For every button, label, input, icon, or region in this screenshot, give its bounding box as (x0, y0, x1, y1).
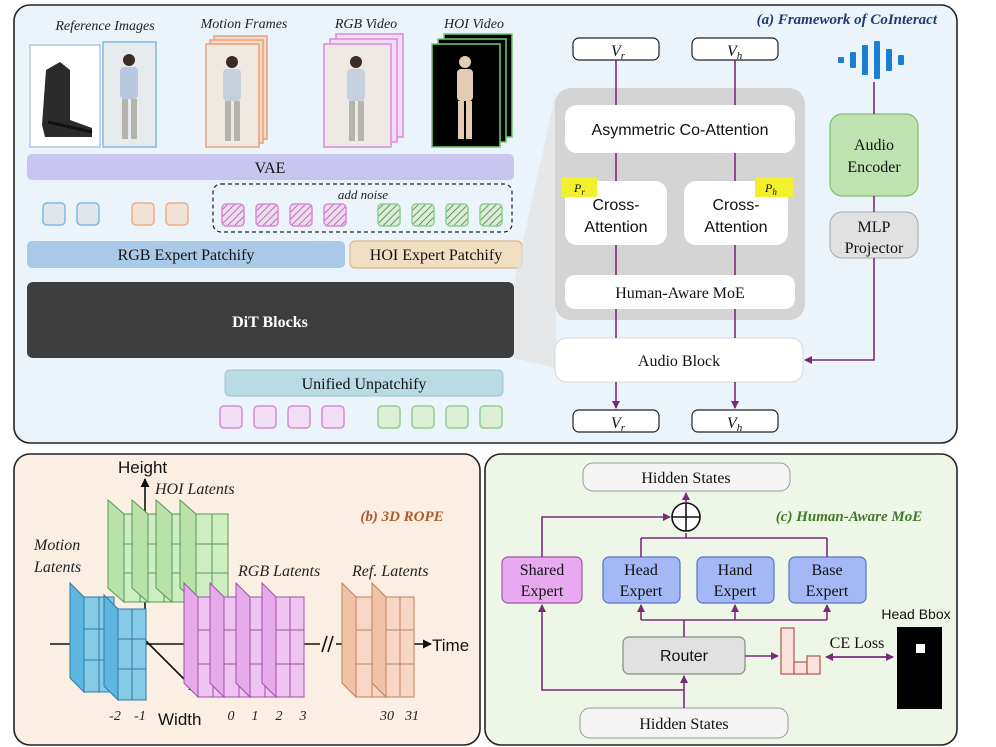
human-aware-moe-box (565, 275, 795, 309)
ph-tag (755, 177, 793, 197)
hoi-video-image (431, 33, 513, 148)
vr-output-box (572, 409, 660, 433)
mlp-projector-line2: Projector (845, 240, 904, 257)
cross-attention-left-line1: Cross- (592, 197, 639, 214)
head-bbox-label: Head Bbox (881, 606, 950, 622)
motion-latent-tokens (131, 202, 189, 226)
ref-latents-label: Ref. Latents (351, 563, 428, 580)
output-hoi-tokens (377, 405, 503, 429)
vh-output-label: Vh (727, 415, 743, 434)
human-aware-moe-label: Human-Aware MoE (615, 285, 745, 302)
panel-b-title: (b) 3D ROPE (360, 509, 443, 525)
reference-person-image (102, 41, 157, 148)
reference-latent-tokens (42, 202, 100, 226)
rgb-latent-slabs (183, 581, 305, 699)
hand-expert-line1: Hand (718, 562, 753, 579)
sum-operator-icon (671, 502, 701, 532)
rgb-expert-patchify-label: RGB Expert Patchify (118, 247, 255, 264)
ref-latent-slabs (341, 581, 415, 699)
cross-attention-right-line1: Cross- (712, 197, 759, 214)
noisy-hoi-tokens (377, 203, 503, 227)
time-axis-label: Time (432, 636, 469, 655)
audio-flow-lines (804, 82, 875, 364)
noisy-rgb-tokens (221, 203, 347, 227)
audio-block-box (554, 337, 804, 383)
unified-unpatchify-bar (224, 369, 504, 397)
vh-input-label: Vh (727, 43, 743, 62)
tick-label: 3 (299, 709, 307, 724)
asymmetric-coattention-label: Asymmetric Co-Attention (592, 122, 769, 139)
dit-blocks (27, 282, 514, 358)
mlp-projector-line1: MLP (858, 219, 891, 236)
vae-bar (27, 154, 514, 180)
base-expert-line1: Base (811, 562, 842, 579)
cross-attention-right-line2: Attention (704, 219, 767, 236)
motion-frames-image (205, 35, 268, 148)
tick-label: -1 (134, 709, 146, 724)
pr-tag (561, 177, 597, 197)
hand-expert-line2: Expert (714, 583, 757, 600)
asymmetric-coattention-box (565, 105, 795, 153)
motion-latent-slabs (69, 581, 147, 702)
panel-c-title: (c) Human-Aware MoE (776, 509, 922, 525)
unified-unpatchify-label: Unified Unpatchify (302, 376, 427, 393)
audio-encoder-box (829, 113, 919, 197)
tick-label: 0 (228, 709, 235, 724)
dit-blocks-label: DiT Blocks (232, 314, 308, 331)
vh-output-box (691, 409, 779, 433)
ph-tag-label: Ph (764, 181, 777, 197)
hidden-states-top-label: Hidden States (641, 470, 730, 487)
hidden-states-top-box (582, 462, 791, 492)
cross-attention-left-line2: Attention (584, 219, 647, 236)
tick-label: 31 (404, 709, 419, 724)
motion-latents-line1: Motion (33, 537, 80, 554)
rgb-expert-patchify-bar (27, 241, 345, 268)
moe-flow-lines (538, 492, 894, 708)
audio-encoder-line2: Encoder (847, 159, 901, 176)
add-noise-label: add noise (338, 187, 388, 202)
tick-label: 2 (276, 709, 283, 724)
audio-waveform-icon (838, 41, 904, 79)
tick-label: -2 (109, 709, 121, 724)
panel-a-title: (a) Framework of CoInteract (757, 12, 938, 28)
reference-shoe-image (29, 44, 101, 148)
height-axis-label: Height (118, 458, 167, 477)
rgb-video-image (323, 33, 404, 148)
zoom-connector (514, 92, 556, 368)
motion-latents-line2: Latents (33, 559, 81, 576)
hidden-states-bottom-label: Hidden States (639, 716, 728, 733)
vae-label: VAE (255, 160, 286, 177)
vr-output-label: Vr (611, 415, 626, 434)
detail-flow-lines (612, 60, 739, 409)
head-expert-line2: Expert (620, 583, 663, 600)
rope-tick-labels: -2 -1 0 1 2 3 30 31 (109, 709, 419, 724)
add-noise-box (212, 183, 513, 233)
hoi-video-label: HOI Video (443, 17, 504, 32)
base-expert-line2: Expert (806, 583, 849, 600)
tick-label: 1 (252, 709, 259, 724)
ce-loss-label: CE Loss (830, 635, 885, 652)
audio-block-label: Audio Block (638, 353, 720, 370)
shared-expert-line2: Expert (521, 583, 564, 600)
routing-distribution-bars (780, 627, 821, 675)
reference-images-label: Reference Images (54, 19, 155, 34)
output-rgb-tokens (219, 405, 345, 429)
shared-expert-line1: Shared (520, 562, 564, 579)
head-expert-line1: Head (624, 562, 658, 579)
hoi-latent-slabs (107, 498, 229, 604)
audio-encoder-line1: Audio (854, 137, 894, 154)
hand-expert-box (696, 556, 775, 604)
motion-frames-label: Motion Frames (200, 17, 288, 32)
hoi-expert-patchify-label: HOI Expert Patchify (370, 247, 502, 264)
pr-tag-label: Pr (573, 181, 585, 197)
router-label: Router (660, 648, 709, 665)
head-bbox-image (897, 627, 942, 709)
width-axis-label: Width (158, 710, 201, 729)
rgb-video-label: RGB Video (334, 17, 397, 32)
rgb-latents-label: RGB Latents (237, 563, 320, 580)
hoi-latents-label: HOI Latents (154, 481, 235, 498)
vr-input-label: Vr (611, 43, 626, 62)
tick-label: 30 (379, 709, 394, 724)
